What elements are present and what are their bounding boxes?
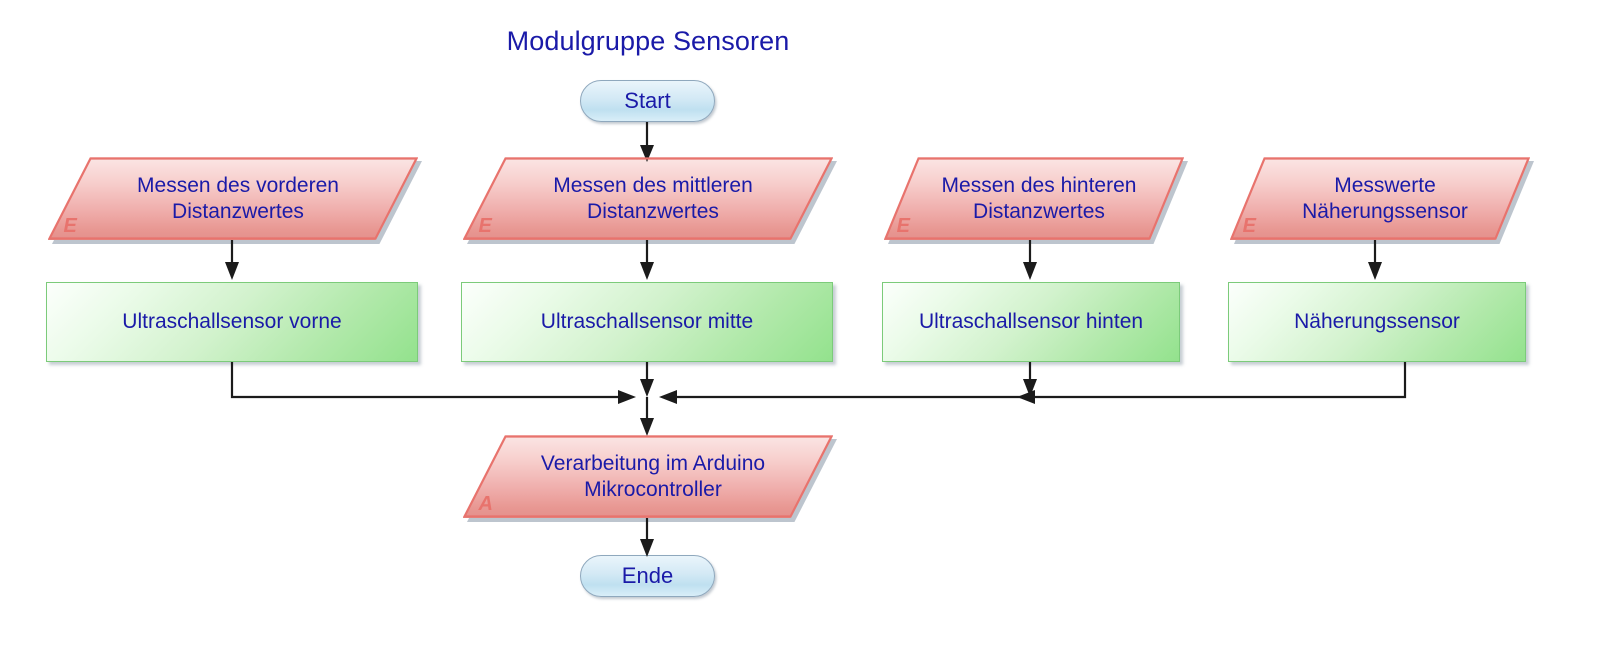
connector-process-4-to-bus [672,362,1407,399]
input-node-3-shape [884,157,1184,240]
process-node-1-label: Ultraschallsensor vorne [122,310,342,333]
connector-process-1-to-bus [230,362,623,399]
arrowhead-process-3-into-bus [1023,379,1037,397]
input-node-1-shape [48,157,418,240]
arrowhead-input-1-to-process-1 [225,262,239,280]
arrowhead-process-2-into-junction [640,379,654,397]
input-node-2[interactable]: E Messen des mittleren Distanzwertes [463,157,837,244]
input-node-2-shape [463,157,833,240]
process-node-1[interactable]: Ultraschallsensor vorne [46,282,418,362]
process-node-4[interactable]: Näherungssensor [1228,282,1526,362]
output-node-shape [463,435,833,518]
input-node-4-shape [1230,157,1530,240]
process-node-3-label: Ultraschallsensor hinten [918,310,1144,333]
arrowhead-input-3-to-process-3 [1023,262,1037,280]
input-node-4[interactable]: E Messwerte Näherungssensor [1230,157,1534,244]
arrowhead-input-2-to-process-2 [640,262,654,280]
terminator-start[interactable]: Start [580,80,715,122]
process-node-2-label: Ultraschallsensor mitte [540,310,754,333]
process-node-2[interactable]: Ultraschallsensor mitte [461,282,833,362]
input-node-1[interactable]: E Messen des vorderen Distanzwertes [48,157,422,244]
arrowhead-junction-to-output [640,418,654,436]
page-title: Modulgruppe Sensoren [506,26,790,56]
output-node[interactable]: A Verarbeitung im Arduino Mikrocontrolle… [463,435,837,522]
arrowhead-process-1-into-junction [618,390,636,404]
input-node-3[interactable]: E Messen des hinteren Distanzwertes [884,157,1188,244]
terminator-start-label: Start [624,88,671,113]
arrowhead-bus-into-process-3-drop [1017,390,1035,404]
process-node-3[interactable]: Ultraschallsensor hinten [882,282,1180,362]
arrowhead-process-4-into-junction [659,390,677,404]
process-node-4-label: Näherungssensor [1294,310,1460,333]
arrowhead-input-4-to-process-4 [1368,262,1382,280]
terminator-end-label: Ende [621,563,674,588]
terminator-end[interactable]: Ende [580,555,715,597]
